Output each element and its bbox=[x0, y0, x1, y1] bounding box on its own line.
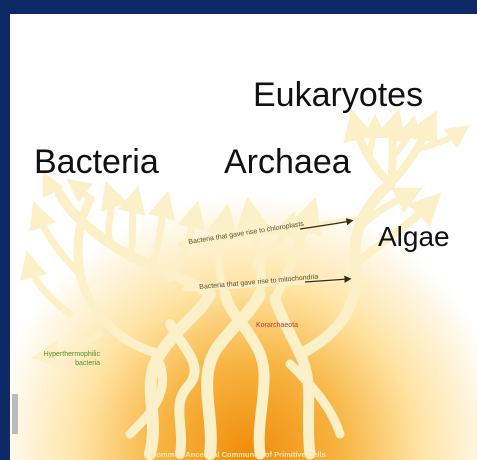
base-label: Common Ancestral Community of Primitive … bbox=[151, 451, 326, 459]
credit-mark bbox=[12, 394, 18, 434]
archaea-label: Archaea bbox=[224, 145, 351, 179]
bacteria-label: Bacteria bbox=[34, 145, 159, 179]
algae-label: Algae bbox=[378, 223, 450, 251]
illustration-panel: Eukaryotes Bacteria Archaea Algae Bacter… bbox=[10, 14, 477, 460]
hyperthermophilic-label: Hyperthermophilic bacteria bbox=[40, 350, 100, 368]
eukaryotes-label: Eukaryotes bbox=[253, 78, 423, 112]
korarchaeota-label: Korarchaeota bbox=[256, 322, 298, 329]
